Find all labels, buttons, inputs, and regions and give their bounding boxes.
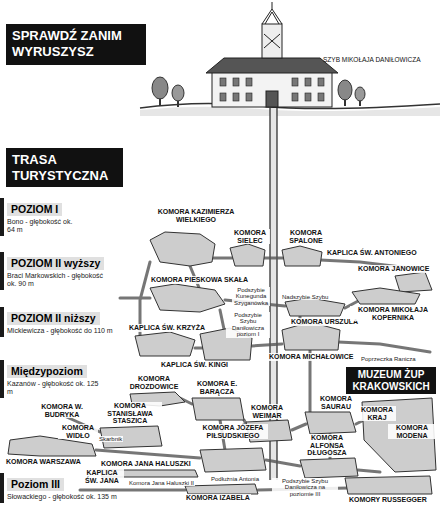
chamber-label: KOMORA PIESKOWA SKAŁA	[150, 276, 249, 284]
level-depth: Bono - głębokość ok. 64 m	[7, 218, 81, 235]
chamber-label: KAPLICA ŚW. KINGI	[160, 361, 229, 369]
chamber-label: KOMORA KAZIMIERZA WIELKIEGO	[150, 208, 242, 223]
level-box: POZIOM II wyższyBraci Markowskich - głęb…	[0, 252, 110, 290]
chamber-label: KOMORA IZABELA	[185, 494, 251, 502]
chamber-label: KOMORA JÓZEFA PIŁSUDSKIEGO	[198, 424, 268, 439]
chamber-label: KOMORA WIDŁO	[58, 424, 98, 439]
chamber-label: KOMORA WARSZAWA	[5, 458, 82, 466]
section-heading: TRASA TURYSTYCZNA	[6, 148, 123, 187]
level-box: POZIOM I Bono - głębokość ok. 64 m	[0, 198, 84, 236]
level-depth: Kazanów - głębokość ok. 125 m	[7, 380, 99, 397]
chamber-label: KOMORA ALFONSA DŁUGOSZA	[298, 434, 356, 457]
chamber-label: KAPLICA ŚW. ANTONIEGO	[326, 249, 418, 257]
level-depth: Słowackiego - głębokość ok. 135 m	[7, 493, 129, 501]
level-box: MiędzypoziomKazanów - głębokość ok. 125 …	[0, 360, 102, 398]
museum-box: MUZEUM ŻUP KRAKOWSKICH	[346, 367, 436, 394]
chamber-label: KAPLICA ŚW. KRZYŻA	[128, 324, 206, 332]
chamber-label: KOMORA JANA HALUSZKI	[100, 460, 192, 468]
level-name: Międzypoziom	[7, 365, 87, 378]
chamber-label: KOMORA SPALONE	[284, 229, 328, 244]
chamber-label: KOMORA SAURAU	[315, 395, 357, 410]
chamber-label: KOMORA E. BARĄCZA	[190, 380, 244, 395]
passage-label: Komora Jana Haluszki II	[128, 480, 195, 486]
museum-name: MUZEUM ŻUP KRAKOWSKICH	[351, 369, 431, 392]
page-title: SPRAWDŹ ZANIM WYRUSZYSZ	[6, 24, 146, 65]
chamber-label: KOMORA URSZULA	[290, 318, 359, 326]
passage-label: Podszybie Kunegunda Szyganówka	[232, 287, 270, 306]
level-depth: Mickiewicza - głębokość do 110 m	[7, 327, 119, 335]
ground-band	[140, 107, 440, 116]
chambers	[8, 232, 436, 494]
chamber-label: KOMORA SIELEC	[230, 229, 270, 244]
level-name: POZIOM I	[7, 203, 62, 216]
level-name: POZIOM II niższy	[7, 312, 100, 325]
chamber-label: KOMORA DROZDOWICE	[125, 375, 183, 390]
passage-label: Poprzeczka Ranicza	[360, 356, 417, 362]
chamber-label: KOMORY RUSSEGGER	[348, 496, 428, 504]
level-name: POZIOM II wyższy	[7, 257, 104, 270]
passage-label: Podłużnia Antonia	[210, 476, 260, 482]
chamber-label: KOMORA KRAJ	[358, 406, 396, 421]
chamber-label: KAPLICA ŚW. JANA	[80, 469, 124, 484]
chamber-label: KOMORA WEIMAR	[246, 404, 288, 419]
chamber-label: KOMORA MICHAŁOWICE	[268, 353, 355, 361]
level-name: Poziom III	[7, 478, 64, 491]
level-depth: Braci Markowskich - głębokość ok. 90 m	[7, 272, 107, 289]
chamber-label: KOMORA MODENA	[388, 424, 436, 439]
passage-label: Podszybie Szybu Daniłowicza na poziomie …	[272, 478, 338, 497]
shaft-building	[206, 2, 338, 107]
passage-label: Nadszybie Szybu	[281, 294, 329, 300]
tunnels	[60, 258, 430, 490]
passage-label: Podszybie Szybu Daniłowicza poziom I	[226, 312, 270, 338]
chamber-label: KOMORA W. BUDRYKA	[34, 403, 90, 418]
chamber-label: KOMORA MIKOŁAJA KOPERNIKA	[350, 306, 436, 321]
chamber-label: KOMORA JANOWICE	[357, 265, 430, 273]
level-box: POZIOM II niższyMickiewicza - głębokość …	[0, 307, 122, 337]
passage-label: Skarbnik	[98, 436, 123, 442]
shaft-label: SZYB MIKOŁAJA DANIŁOWICZA	[322, 56, 422, 63]
chamber-label: KOMORA STANISŁAWA STASZICA	[98, 402, 162, 425]
